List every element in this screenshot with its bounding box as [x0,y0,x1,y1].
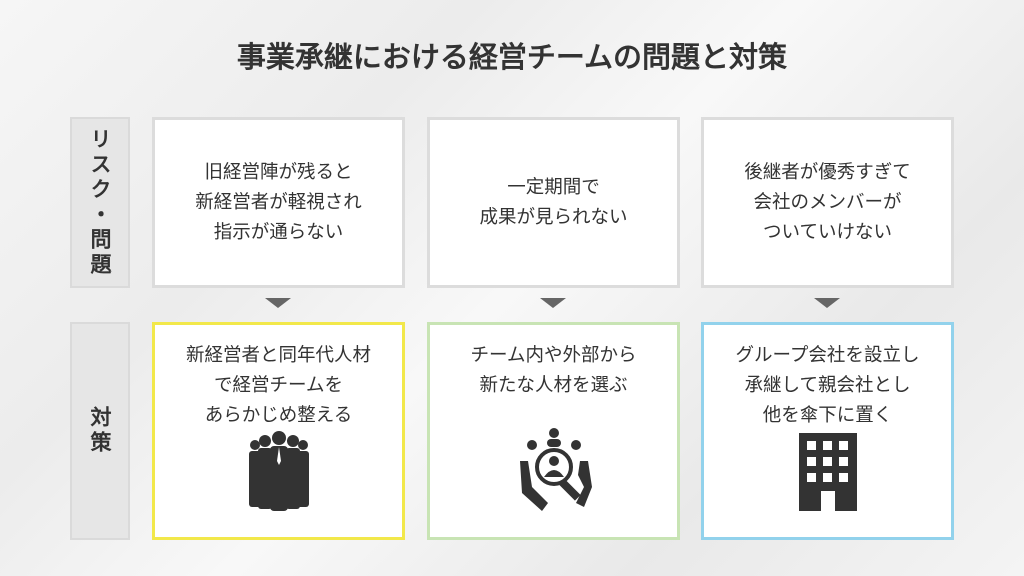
solution-card-2: チーム内や外部から 新たな人材を選ぶ [427,322,680,540]
solution-text: チーム内や外部から 新たな人材を選ぶ [470,345,637,396]
risk-text: 後継者が優秀すぎて 会社のメンバーが ついていけない [744,161,911,243]
risk-text: 旧経営陣が残ると 新経営者が軽視され 指示が通らない [195,161,362,243]
risk-card-1: 旧経営陣が残ると 新経営者が軽視され 指示が通らない [152,117,405,288]
row-label-risk: リスク・問題 [70,117,130,288]
down-arrow-icon [814,298,840,308]
office-building-icon [795,433,861,521]
solution-text: 新経営者と同年代人材 で経営チームを あらかじめ整える [185,345,371,426]
risk-card-2: 一定期間で 成果が見られない [427,117,680,288]
row-label-solution: 対策 [70,322,130,540]
risk-card-3: 後継者が優秀すぎて 会社のメンバーが ついていけない [701,117,954,288]
solution-card-3: グループ会社を設立し 承継して親会社とし 他を傘下に置く [701,322,954,540]
solution-card-1: 新経営者と同年代人材 で経営チームを あらかじめ整える [152,322,405,540]
risk-text: 一定期間で 成果が見られない [479,176,628,228]
down-arrow-icon [540,298,566,308]
business-team-icon [243,431,315,521]
talent-search-icon [514,427,594,521]
solution-text: グループ会社を設立し 承継して親会社とし 他を傘下に置く [735,345,920,426]
down-arrow-icon [265,298,291,308]
page-title: 事業承継における経営チームの問題と対策 [236,40,788,74]
